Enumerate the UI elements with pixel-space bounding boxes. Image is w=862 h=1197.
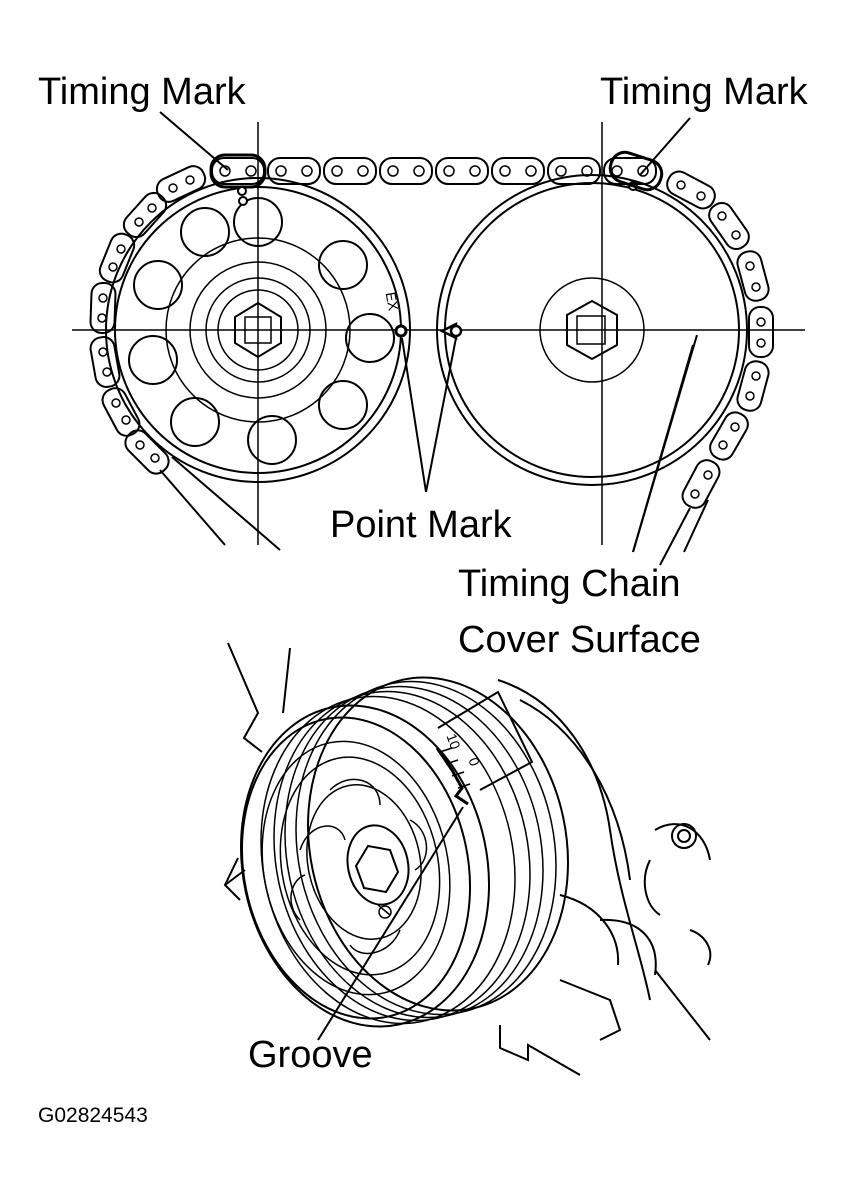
timing-chain-label-line1: Timing Chain — [458, 563, 680, 605]
timing-mark-label-left: Timing Mark — [38, 71, 247, 113]
sprocket-assembly: EX — [38, 71, 809, 661]
pulley — [240, 676, 569, 1028]
groove-leader — [317, 806, 464, 1041]
scale-mark-10: 10 — [443, 731, 463, 751]
timing-chain — [89, 150, 774, 566]
figure-code: G02824543 — [38, 1104, 148, 1127]
crank-bolt-hex — [354, 844, 400, 894]
point-mark-label: Point Mark — [330, 504, 513, 546]
point-mark-intake — [394, 324, 408, 338]
timing-link-right — [608, 150, 664, 192]
leader-lines-top — [159, 111, 698, 553]
engine-block-outline — [223, 642, 712, 1076]
timing-link-left — [209, 153, 267, 189]
timing-chain-label-line2: Cover Surface — [458, 619, 701, 661]
crankshaft-pulley-assembly: 10 0 Groove — [223, 642, 712, 1076]
ex-mark: EX — [383, 291, 402, 313]
exhaust-bolt-hex — [566, 299, 618, 361]
timing-mark-label-right: Timing Mark — [600, 71, 809, 113]
groove-label: Groove — [248, 1034, 373, 1076]
center-lines — [72, 122, 805, 545]
intake-bolt-hex — [234, 301, 282, 359]
intake-sprocket: EX — [105, 177, 411, 483]
scale-mark-0: 0 — [465, 755, 483, 768]
timing-scale-tab: 10 0 — [435, 690, 534, 806]
timing-mark-dot-intake — [237, 186, 247, 196]
